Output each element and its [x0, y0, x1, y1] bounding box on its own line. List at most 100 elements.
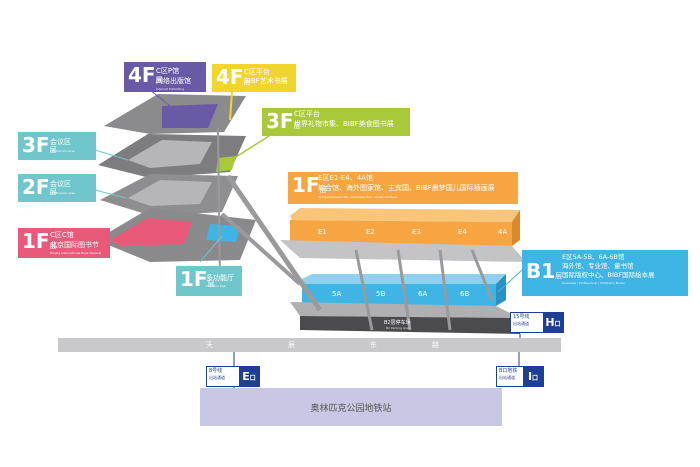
hall-e-1f-top — [290, 208, 520, 222]
label-1f-c: 1F层 C区C馆 北京国际图书节 Beijing International B… — [18, 228, 110, 258]
hall-6b-label: 6B — [460, 290, 469, 298]
floor-unit-f1_multi: 层 — [207, 280, 215, 288]
road-tianchen-east: 天 辰 东 路 — [58, 338, 561, 352]
exit-h-line: 15号线 — [513, 314, 530, 320]
exit-h-sub: 出站通道 — [513, 321, 529, 326]
label-4f-p-en: Internet Publishing — [156, 87, 185, 91]
hall-e3-label: E3 — [412, 228, 421, 236]
label-1f-e-text: E区E1-E4、4A馆 — [318, 174, 373, 182]
road-char-1: 天 — [206, 341, 213, 349]
label-1f-multi-en: Function Hall — [206, 284, 226, 288]
hall-p-4f — [162, 104, 218, 128]
escalator-2 — [220, 212, 302, 286]
leader-3f-conf — [94, 149, 129, 161]
label-3f-c-text2: 世界礼物市集、BIBF美食图书展 — [294, 120, 394, 128]
metro-station-name: 奥林匹克公园地铁站 — [310, 404, 392, 414]
label-2f-conf-en: Conference Area — [50, 191, 76, 195]
exit-h-badge: H口 — [543, 313, 563, 332]
hall-5b-label: 5B — [376, 290, 385, 298]
label-1f-multi-text: 多功能厅 — [206, 274, 234, 282]
hall-4a-label: 4A — [498, 228, 507, 236]
label-b1-e-text: E区5A-5B、6A-6B馆 — [562, 253, 625, 261]
hall-5a-label: 5A — [332, 290, 341, 298]
road-char-4: 路 — [432, 341, 439, 349]
exit-e-badge: E口 — [239, 367, 259, 386]
exit-e-line: 8号线 — [209, 368, 223, 374]
escalator-5 — [438, 249, 452, 331]
label-1f-e: 1F层 E区E1-E4、4A馆 综合馆、海外图家馆、主宾国、BIBF晨梦国儿国际… — [288, 172, 518, 204]
exit-i-badge: I口 — [523, 367, 543, 386]
floor-b1-base — [290, 302, 520, 318]
exit-e-letter: E — [242, 370, 250, 383]
metro-station: 奥林匹克公园地铁站 — [200, 388, 502, 426]
hall-e-1f-front — [290, 220, 512, 246]
floor-unit-f2_conf: 层 — [49, 188, 57, 196]
floor-4f-p: 4F层 — [128, 63, 163, 87]
label-4f-c: 4F层 C区平台 BIBF艺术书展 — [212, 64, 296, 92]
hall-e-1f-side — [512, 210, 520, 246]
floor-unit-b1_e: 层 — [555, 272, 563, 280]
label-3f-c-text: C区平台 — [294, 110, 320, 118]
floor-unit-f3_conf: 层 — [49, 146, 57, 154]
label-1f-c-en: Beijing International Book Festival — [50, 251, 102, 255]
floor-1f-hall-blue — [206, 224, 240, 242]
hall-e-b1-side — [496, 274, 506, 306]
label-4f-c-text2: BIBF艺术书展 — [244, 77, 288, 85]
exit-h-unit: 口 — [554, 321, 561, 328]
floor-3f-c: 3F层 — [266, 109, 301, 133]
label-1f-c-text2: 北京国际图书节 — [50, 241, 99, 249]
hall-c-1f — [110, 218, 192, 246]
hall-e4-label: E4 — [458, 228, 467, 236]
floor-4f-c: 4F层 — [216, 65, 251, 89]
label-3f-conf-en: Conference Area — [50, 149, 76, 153]
leader-2f-conf — [94, 189, 127, 199]
floor-1f-e: 1F层 — [292, 173, 327, 197]
label-3f-c: 3F层 C区平台 世界礼物市集、BIBF美食图书展 — [262, 108, 410, 136]
hall-e2-label: E2 — [366, 228, 375, 236]
label-b1-e-text3: 国际版权中心、BIBF国际绘本展 — [562, 271, 655, 279]
leader-multi — [199, 235, 223, 263]
floor-1f-multi: 1F层 — [180, 267, 215, 291]
hall-e-1f-base — [280, 240, 526, 262]
exit-h: 15号线 出站通道 H口 — [510, 312, 564, 333]
label-4f-p-text2: 网络出版馆 — [156, 77, 191, 85]
exit-i-letter: I — [527, 370, 533, 383]
label-2f-conf-text: 会议区 — [50, 180, 71, 188]
label-3f-conf: 3F层 会议区 Conference Area — [18, 132, 96, 160]
label-4f-p: 4F层 C区P馆 网络出版馆 Internet Publishing — [124, 62, 206, 92]
leader-b1 — [497, 269, 523, 293]
connector-line — [217, 127, 221, 281]
label-3f-conf-text: 会议区 — [50, 138, 71, 146]
road-char-3: 东 — [370, 341, 377, 349]
parking-en: B2 Parking Area — [386, 326, 410, 330]
exit-i-line: B口地铁 — [499, 368, 518, 374]
hall-6a-label: 6A — [418, 290, 427, 298]
label-1f-multi: 1F层 多功能厅 Function Hall — [176, 266, 242, 296]
exit-i-sub: 出站通道 — [499, 375, 515, 380]
exit-i: B口地铁 出站通道 I口 — [496, 366, 544, 387]
exit-h-letter: H — [545, 316, 555, 329]
floor-b1-e: B1层 — [526, 259, 563, 283]
floor-unit-f4_p: 层 — [155, 76, 163, 84]
escalator-3 — [354, 249, 374, 331]
escalator-6 — [470, 249, 494, 301]
escalator-1 — [225, 174, 323, 312]
label-b1-e: B1层 E区5A-5B、6A-6B馆 海外馆、专业馆、童书馆 国际版权中心、BI… — [522, 250, 688, 296]
floor-2f-conf: 2F层 — [22, 175, 57, 199]
floor-unit-f1_e: 层 — [319, 186, 327, 194]
label-2f-conf: 2F层 会议区 Conference Area — [18, 174, 96, 202]
leader-4f-p — [149, 89, 171, 107]
label-1f-e-en: Comprehensive Hall / Overseas Hall / Gue… — [318, 195, 398, 199]
floor-3f-conf: 3F层 — [22, 133, 57, 157]
floor-2f-atrium — [128, 180, 212, 206]
label-1f-c-text: C区C馆 — [50, 231, 74, 239]
floor-unit-f3_c: 层 — [293, 122, 301, 130]
exit-e: 8号线 出站通道 E口 — [206, 366, 260, 387]
parking-title: B2层停车场 — [384, 319, 411, 326]
label-4f-c-text: C区平台 — [244, 68, 270, 76]
floor-unit-f4_c: 层 — [243, 78, 251, 86]
floor-1f-c: 1F层 — [22, 229, 57, 253]
escalator-4 — [396, 249, 412, 331]
